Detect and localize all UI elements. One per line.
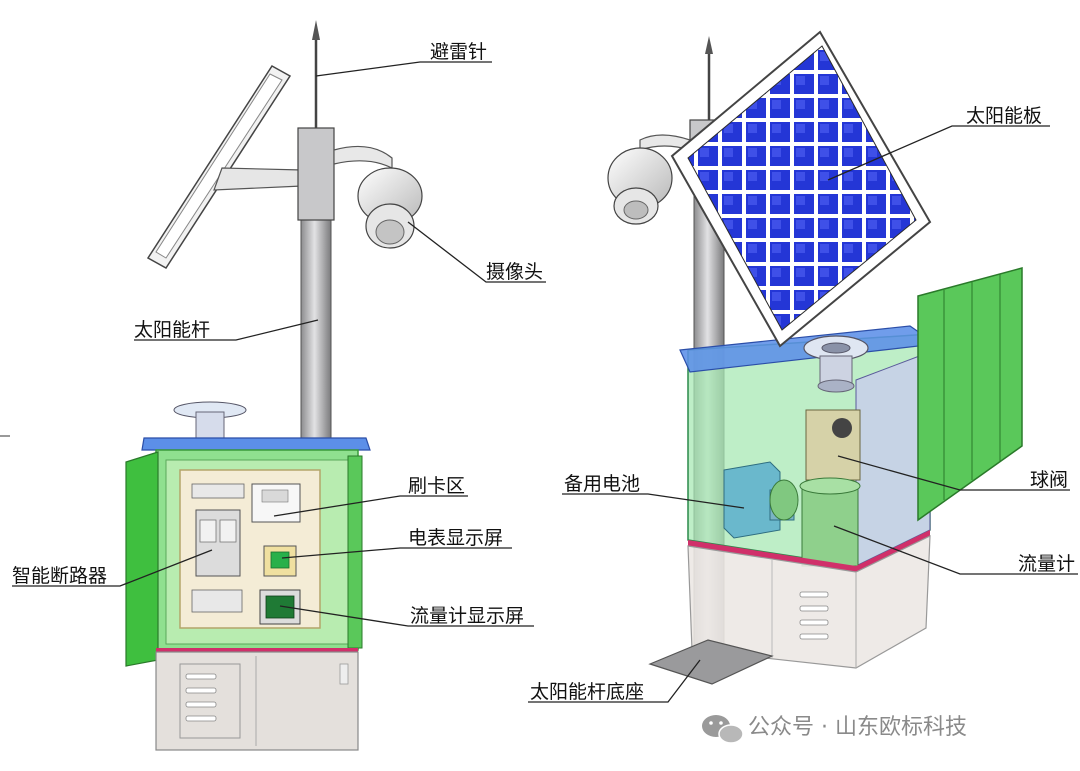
leader-backup-battery [562, 493, 745, 509]
ball-valve-device [805, 409, 861, 481]
right-camera [607, 134, 691, 225]
label-smart-breaker: 智能断路器 [12, 565, 107, 587]
label-solar-panel: 太阳能板 [966, 105, 1042, 127]
label-lightning-rod: 避雷针 [430, 41, 487, 63]
right-solar-panel [670, 30, 932, 348]
left-pipe-flange [173, 401, 247, 439]
watermark: 公众号 · 山东欧标科技 [702, 715, 967, 744]
label-ball-valve: 球阀 [1030, 469, 1068, 491]
right-cabinet-seam [688, 530, 930, 572]
label-flowmeter-display: 流量计显示屏 [410, 605, 524, 627]
left-unit [125, 20, 423, 751]
left-cabinet-roof [141, 437, 371, 451]
left-cabinet [125, 449, 363, 667]
leader-solar-pole [134, 319, 319, 341]
leader-card-area [273, 495, 468, 517]
leader-meter-display [281, 547, 512, 559]
pole-base-plate [648, 639, 774, 685]
right-pipe-flange [803, 335, 869, 393]
label-meter-display: 电表显示屏 [408, 527, 503, 549]
watermark-text: 公众号 · 山东欧标科技 [748, 715, 967, 740]
leader-flowmeter-display [279, 605, 534, 627]
label-backup-battery: 备用电池 [564, 473, 640, 495]
flowmeter-device [769, 477, 861, 567]
left-cabinet-seam [156, 648, 358, 652]
leader-camera [407, 221, 546, 283]
label-card-area: 刷卡区 [408, 475, 465, 497]
leader-pole-base [528, 659, 701, 703]
wechat-icon [702, 715, 744, 744]
leader-lines [0, 61, 1078, 703]
labels: 避雷针 摄像头 太阳能杆 刷卡区 电表显示屏 智能断路器 流量计显示屏 太阳能板… [12, 41, 1075, 703]
leader-flowmeter [833, 525, 1078, 575]
left-camera [333, 145, 423, 249]
leader-smart-breaker [12, 549, 213, 587]
left-solar-pole [297, 20, 335, 441]
leader-lightning-rod [315, 61, 492, 77]
label-flowmeter: 流量计 [1018, 553, 1075, 575]
right-unit [607, 30, 1023, 685]
label-pole-base: 太阳能杆底座 [530, 681, 644, 703]
label-camera: 摄像头 [486, 261, 543, 283]
left-cabinet-base [155, 651, 359, 751]
leader-ball-valve [837, 455, 1070, 491]
left-solar-panel [146, 65, 303, 269]
meter-display-device [263, 545, 297, 577]
left-cabinet-door [125, 451, 159, 667]
right-cabinet [687, 333, 931, 567]
label-solar-pole: 太阳能杆 [134, 319, 210, 341]
leader-solar-panel [827, 125, 1050, 181]
